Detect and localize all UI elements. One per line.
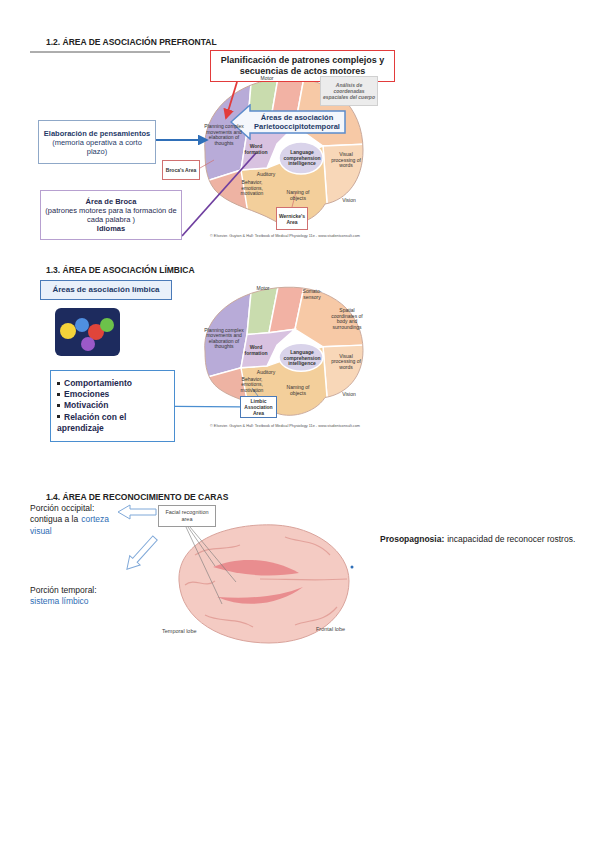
box-text: Planificación de patrones complejos y se… — [217, 55, 388, 77]
arrow-outline — [231, 105, 345, 139]
annotation-text: Porción temporal: — [30, 585, 125, 596]
region-label: Naming of objects — [283, 385, 313, 396]
note-box: Elaboración de pensamientos(memoria oper… — [38, 120, 156, 164]
leader-arrow — [226, 82, 237, 118]
region-label: Language comprehension intelligence — [283, 350, 321, 367]
cartoon-image-part — [60, 323, 76, 339]
lobe-label: Temporal lobe — [162, 628, 197, 634]
box-text: Áreas de asociación Parietooccipitotempo… — [252, 113, 342, 131]
brain-illustration — [197, 282, 367, 422]
bullet-box: ComportamientoEmocionesMotivaciónRelació… — [50, 370, 175, 442]
box-text: Emociones — [57, 389, 109, 400]
box-text: (memoria operativa a corto plazo) — [43, 138, 151, 156]
arrow-callout: Áreas de asociación Parietooccipitotempo… — [230, 104, 346, 140]
hollow-arrow — [122, 533, 161, 574]
box-text: (patrones motores para la formación de c… — [45, 206, 177, 224]
region-label: Behavior, emotions, motivation — [237, 377, 267, 394]
title-box: Áreas de asociación límbica — [40, 280, 172, 300]
cartoon-image — [55, 308, 120, 356]
term-label: Prosopagnosia: — [380, 534, 444, 544]
region-label: Visual processing of words — [329, 152, 363, 169]
box-text: Elaboración de pensamientos — [44, 129, 150, 138]
copyright-note: © Elsevier. Guyton & Hall: Textbook of M… — [210, 234, 360, 238]
lobe-label: Frontal lobe — [316, 626, 345, 632]
region-label: Word formation — [243, 345, 269, 356]
area-label-box: Wernicke's Area — [276, 207, 308, 230]
copyright-note: © Elsevier. Guyton & Hall: Textbook of M… — [210, 424, 360, 428]
cartoon-image-part — [75, 318, 89, 332]
region-label: Vision — [339, 392, 359, 398]
box-text: Área de Broca — [86, 197, 137, 206]
region-label: Visual processing of words — [329, 354, 363, 371]
note-box: Análisis de coordenadas espaciales del c… — [320, 76, 378, 106]
leader-line — [200, 160, 214, 168]
region-label: Motor — [253, 286, 273, 292]
brain-ventral-illustration-part — [179, 525, 349, 643]
region-label: Auditory — [253, 172, 279, 178]
box-text: Broca's Area — [166, 167, 196, 173]
box-text: Relación con el aprendizaje — [57, 412, 168, 434]
cartoon-image-part — [100, 318, 114, 332]
area-label-box: Limbic Association Area — [240, 396, 277, 418]
region-label: Vision — [339, 198, 359, 204]
box-text: Idiomas — [97, 224, 125, 233]
region-label: Planning complex movements and elaborati… — [202, 328, 246, 350]
cartoon-image-part — [55, 308, 120, 356]
area-label-box: Broca's Area — [162, 160, 200, 180]
region-label: Auditory — [253, 370, 279, 376]
region-label: Motor — [257, 76, 277, 82]
region-label: Somato-sensory — [297, 289, 327, 300]
box-text: Facial recognition area — [160, 509, 214, 522]
leader-line-part — [186, 527, 222, 604]
region-label: Spatial coordinates of body and surround… — [329, 308, 365, 330]
brain-illustration-part — [197, 282, 367, 422]
box-text: Análisis de coordenadas espaciales del c… — [323, 82, 375, 100]
heading-underline — [30, 52, 170, 53]
text-group: Prosopagnosia:incapacidad de reconocer r… — [380, 534, 585, 545]
region-label: Planning complex movements and elaborati… — [202, 124, 246, 146]
region-label: Word formation — [243, 144, 269, 155]
box-text: Wernicke's Area — [278, 213, 306, 225]
annotation-text: sistema límbico — [30, 596, 125, 607]
section-heading: 1.4. ÁREA DE RECONOCIMIENTO DE CARAS — [46, 492, 228, 502]
area-label-box: Facial recognition area — [158, 505, 216, 527]
section-heading: 1.3. ÁREA DE ASOCIACIÓN LÍMBICA — [46, 265, 195, 275]
box-text: Motivación — [57, 400, 108, 411]
note-box: Área de Broca(patrones motores para la f… — [40, 190, 182, 240]
annotation-text: contigua a la — [30, 514, 78, 524]
text-group: Porción temporal:sistema límbico — [30, 585, 125, 608]
box-text: Comportamiento — [57, 378, 132, 389]
blue-dot — [351, 566, 354, 569]
hollow-arrow — [118, 505, 156, 519]
leader-line — [186, 527, 236, 604]
definition-text: incapacidad de reconocer rostros. — [447, 534, 575, 544]
region-label: Behavior, emotions, motivation — [237, 180, 267, 197]
brain-ventral-illustration-part — [217, 587, 303, 604]
region-label: Naming of objects — [283, 190, 313, 201]
brain-ventral-illustration-part — [213, 560, 299, 576]
text-group: Porción occipital:contigua a lacorteza v… — [30, 503, 125, 537]
box-text: Áreas de asociación límbica — [52, 285, 159, 295]
region-label: Language comprehension intelligence — [283, 150, 321, 167]
leader-line-part — [190, 527, 236, 582]
cartoon-image-part — [81, 337, 95, 351]
connector-line — [175, 406, 240, 408]
brain-ventral-illustration — [179, 525, 349, 643]
section-heading: 1.2. ÁREA DE ASOCIACIÓN PREFRONTAL — [46, 37, 217, 47]
box-text: Limbic Association Area — [242, 398, 275, 416]
leader-arrow — [154, 139, 207, 141]
annotation-text: Porción occipital: — [30, 503, 125, 514]
